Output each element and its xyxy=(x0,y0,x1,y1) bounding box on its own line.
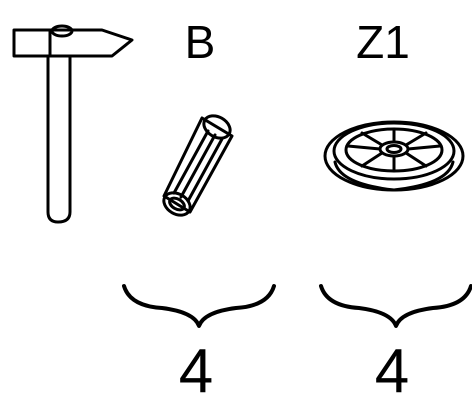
dowel-icon xyxy=(160,111,234,219)
wheel-icon xyxy=(325,122,463,190)
hammer-icon xyxy=(14,26,132,222)
part-label-z1: Z1 xyxy=(356,16,410,68)
brace-left xyxy=(124,286,274,326)
quantity-z1: 4 xyxy=(375,337,409,402)
part-label-b: B xyxy=(185,16,216,68)
quantity-b: 4 xyxy=(179,337,213,402)
brace-right xyxy=(321,286,471,326)
